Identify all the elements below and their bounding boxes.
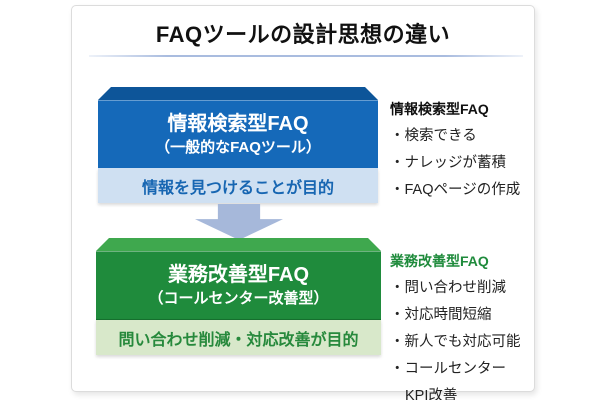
improve-faq-box-subtitle: （コールセンター改善型） [148, 290, 329, 307]
improve-faq-feature-heading: 業務改善型FAQ [390, 253, 489, 269]
slide-card: FAQツールの設計思想の違い 情報検索型FAQ （一般的なFAQツール） 情報を… [71, 5, 535, 400]
search-faq-box-title: 情報検索型FAQ [167, 113, 309, 135]
search-faq-feature-heading: 情報検索型FAQ [390, 101, 489, 117]
feature-item: ・検索できる [390, 128, 477, 144]
search-faq-feature-list: 情報検索型FAQ ・検索できる ・ナレッジが蓄積 ・FAQページの作成 [390, 99, 535, 204]
title-underline [89, 55, 523, 57]
improve-faq-feature-list: 業務改善型FAQ ・問い合わせ削減 ・対応時間短縮 ・新人でも対応可能 ・コール… [390, 251, 535, 400]
down-arrow-icon [195, 204, 283, 240]
improve-faq-box: 業務改善型FAQ （コールセンター改善型） [96, 251, 381, 320]
search-faq-box-top-face [98, 87, 378, 100]
search-faq-box: 情報検索型FAQ （一般的なFAQツール） [98, 100, 378, 169]
improve-faq-purpose-bar: 問い合わせ削減・対応改善が目的 [96, 319, 381, 355]
improve-faq-box-title: 業務改善型FAQ [167, 264, 310, 286]
search-faq-box-subtitle: （一般的なFAQツール） [155, 139, 321, 156]
feature-item: ・コールセンター [390, 361, 506, 377]
improve-faq-box-top-face [96, 238, 381, 251]
feature-item: ・問い合わせ削減 [390, 280, 506, 296]
feature-item: ・ナレッジが蓄積 [390, 155, 506, 171]
feature-item-continuation: KPI改善 [405, 388, 458, 400]
feature-item: ・新人でも対応可能 [390, 334, 521, 350]
feature-item: ・対応時間短縮 [390, 307, 492, 323]
slide-title: FAQツールの設計思想の違い [155, 22, 451, 47]
feature-item: ・FAQページの作成 [390, 182, 521, 198]
search-faq-purpose-bar: 情報を見つけることが目的 [98, 168, 378, 203]
